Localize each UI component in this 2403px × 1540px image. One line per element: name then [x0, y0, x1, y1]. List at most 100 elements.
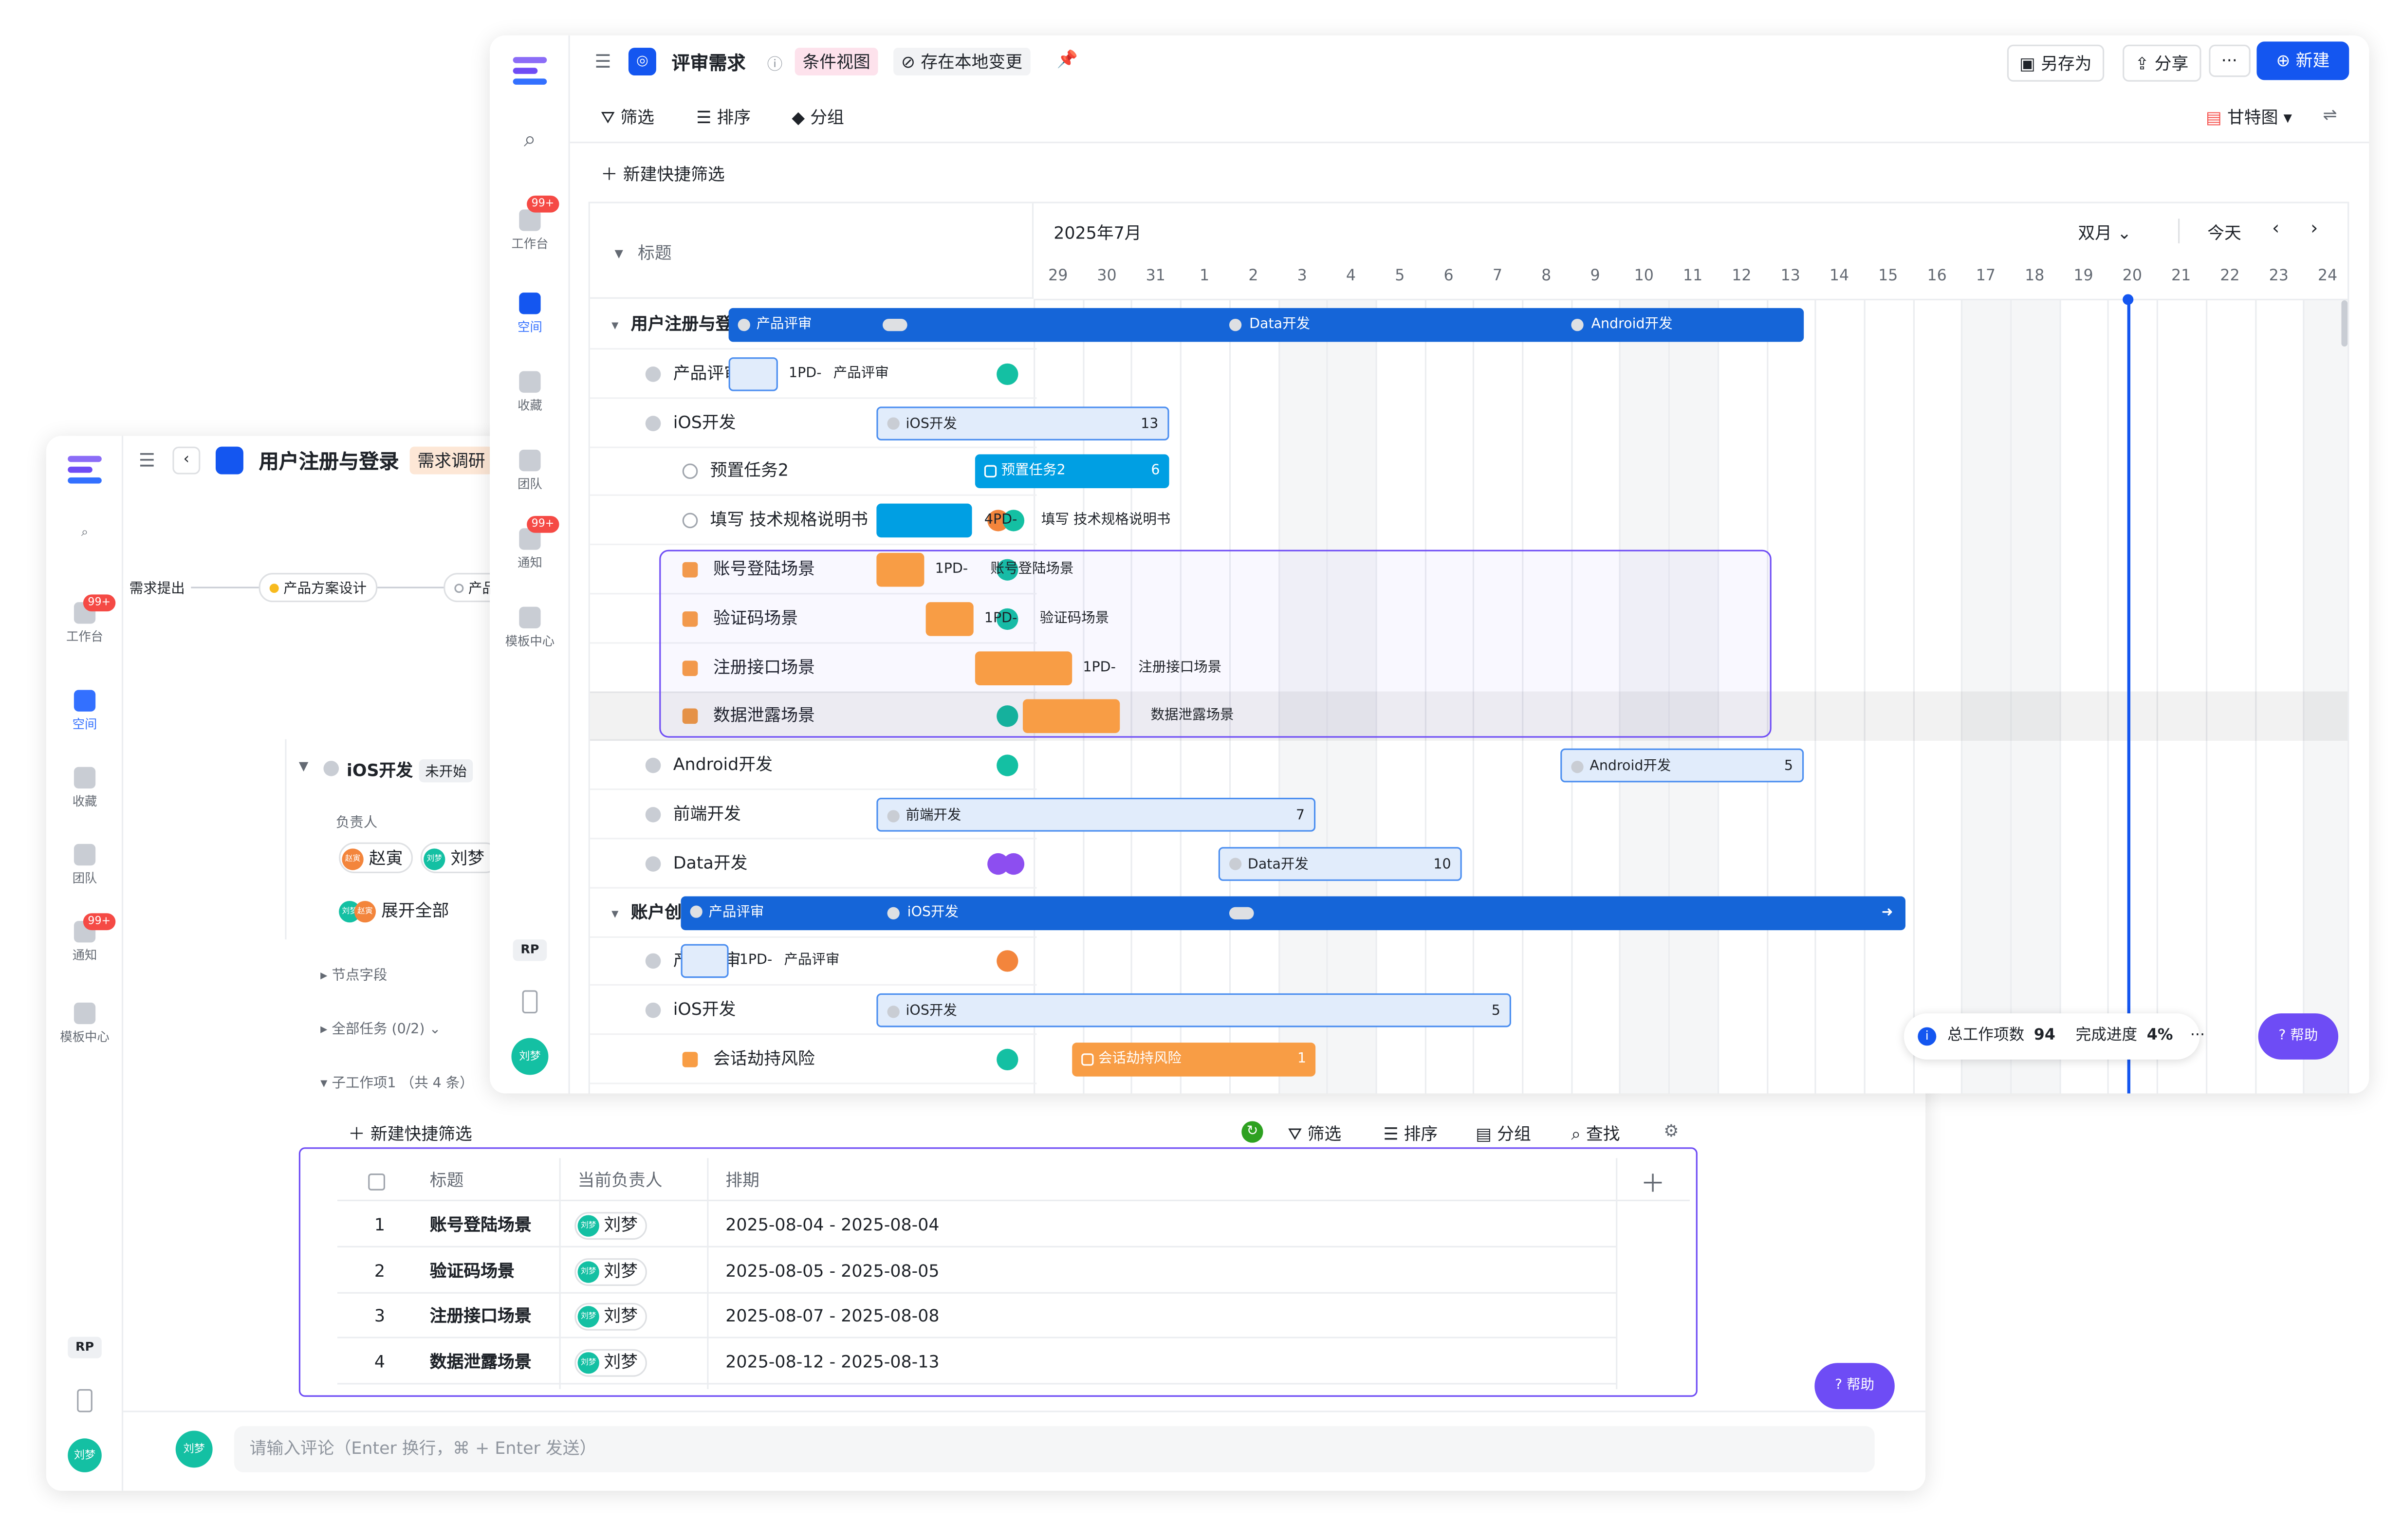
- today-button[interactable]: 今天: [2207, 223, 2241, 243]
- expand-all[interactable]: 刘梦赵寅 展开全部: [339, 898, 449, 923]
- nav-space[interactable]: 空间: [490, 293, 570, 336]
- nav-templates[interactable]: 模板中心: [46, 1002, 123, 1046]
- list-row[interactable]: 账号登陆场景: [590, 545, 1037, 595]
- refresh-icon[interactable]: ↻: [1241, 1121, 1263, 1143]
- bar-product-review[interactable]: [728, 357, 778, 391]
- scale-select[interactable]: 双月 ⌄: [2078, 223, 2132, 243]
- search-icon[interactable]: ⌕: [524, 128, 536, 153]
- row-title[interactable]: 验证码场景: [429, 1260, 515, 1281]
- group-caret-icon[interactable]: ▾: [611, 318, 619, 334]
- add-column-button[interactable]: ＋: [1640, 1169, 1665, 1198]
- table-settings-icon[interactable]: ⚙: [1664, 1121, 1679, 1141]
- next-icon[interactable]: ›: [2311, 217, 2318, 239]
- flow-node-1[interactable]: 需求提出: [123, 574, 191, 601]
- nav-favorites[interactable]: 收藏: [46, 767, 123, 810]
- help-button-back[interactable]: ? 帮助: [1814, 1363, 1895, 1410]
- table-filter-button[interactable]: ⛛ 筛选: [1288, 1124, 1342, 1144]
- save-as-button[interactable]: ▣ 另存为: [2007, 44, 2104, 82]
- new-quick-filter-button[interactable]: ＋ 新建快捷筛选: [600, 165, 725, 185]
- node-status[interactable]: 未开始: [419, 759, 473, 783]
- bar-verification[interactable]: [925, 602, 974, 636]
- list-row[interactable]: 预置任务2: [590, 447, 1037, 497]
- table-row[interactable]: [337, 1248, 1616, 1293]
- all-tasks-toggle[interactable]: ▸ 全部任务 (0/2) ⌄: [320, 1022, 441, 1038]
- list-row[interactable]: 数据泄露场景: [590, 692, 1037, 742]
- collapse-icon[interactable]: ☰: [594, 51, 611, 73]
- user-avatar[interactable]: 刘梦: [68, 1438, 102, 1472]
- list-row[interactable]: Data开发: [590, 839, 1037, 889]
- group-button[interactable]: ◆ 分组: [792, 108, 844, 128]
- row-title[interactable]: 数据泄露场景: [429, 1351, 532, 1372]
- prev-icon[interactable]: ‹: [2272, 217, 2280, 239]
- table-row[interactable]: [337, 1294, 1616, 1338]
- nav-team[interactable]: 团队: [46, 843, 123, 887]
- list-row[interactable]: 填写 技术规格说明书: [590, 496, 1037, 546]
- node-expand-caret[interactable]: ▼: [298, 759, 309, 773]
- help-button[interactable]: ? 帮助: [2258, 1013, 2339, 1060]
- row-owner[interactable]: 刘梦刘梦: [574, 1257, 647, 1285]
- scrollbar[interactable]: [2341, 300, 2348, 347]
- select-all-checkbox[interactable]: [368, 1173, 386, 1191]
- table-find-button[interactable]: ⌕ 查找: [1571, 1124, 1620, 1144]
- group-caret-icon[interactable]: ▾: [611, 906, 619, 922]
- row-title[interactable]: 账号登陆场景: [429, 1215, 532, 1235]
- nav-team[interactable]: 团队: [490, 449, 570, 493]
- rp-badge[interactable]: RP: [68, 1337, 102, 1358]
- title-column-header[interactable]: ▾ 标题: [614, 243, 672, 264]
- condition-view-tag[interactable]: 条件视图: [795, 48, 878, 76]
- back-button[interactable]: ‹: [172, 446, 201, 475]
- nav-notify[interactable]: 通知: [490, 528, 570, 571]
- bar-data-leak[interactable]: [1022, 699, 1120, 734]
- node-fields-toggle[interactable]: ▸ 节点字段: [320, 969, 388, 984]
- view-settings-icon[interactable]: ⇌: [2323, 105, 2337, 125]
- comment-input[interactable]: 请输入评论（Enter 换行，⌘ + Enter 发送）: [234, 1426, 1875, 1472]
- phone-icon[interactable]: [522, 990, 538, 1013]
- phone-icon[interactable]: [77, 1389, 92, 1412]
- view-type-select[interactable]: ▤ 甘特图 ▾: [2205, 108, 2292, 128]
- bar-product-review-2[interactable]: [681, 944, 729, 979]
- summary-more-button[interactable]: ···: [2190, 1027, 2205, 1045]
- bar-register-api[interactable]: [975, 651, 1072, 685]
- nav-workbench[interactable]: 工作台: [46, 602, 123, 645]
- row-title[interactable]: 注册接口场景: [429, 1306, 532, 1326]
- next-arrow-icon[interactable]: ➜: [1881, 905, 1893, 920]
- bar-account-login[interactable]: [876, 552, 924, 587]
- table-row[interactable]: [337, 1339, 1616, 1384]
- filter-button[interactable]: ⛛ 筛选: [600, 108, 654, 128]
- pin-icon[interactable]: 📌: [1056, 49, 1078, 70]
- more-button[interactable]: ···: [2209, 44, 2250, 77]
- row-owner[interactable]: 刘梦刘梦: [574, 1212, 647, 1240]
- rp-badge[interactable]: RP: [513, 939, 547, 961]
- new-button[interactable]: ⊕ 新建: [2256, 41, 2349, 80]
- nav-favorites[interactable]: 收藏: [490, 371, 570, 415]
- nav-workbench[interactable]: 工作台: [490, 209, 570, 253]
- nav-templates[interactable]: 模板中心: [490, 606, 570, 650]
- sort-button[interactable]: ☰ 排序: [696, 108, 751, 128]
- collapse-icon[interactable]: ☰: [138, 449, 155, 472]
- row-owner[interactable]: 刘梦刘梦: [574, 1302, 647, 1331]
- list-row[interactable]: 验证码场景: [590, 594, 1037, 643]
- info-icon[interactable]: ⓘ: [767, 57, 783, 74]
- local-changes-tag[interactable]: ⊘ 存在本地变更: [893, 48, 1030, 76]
- assignee-2[interactable]: 刘梦 刘梦: [420, 842, 501, 874]
- flow-node-2[interactable]: 产品方案设计: [259, 573, 378, 603]
- search-icon[interactable]: ⌕: [81, 525, 89, 539]
- row-owner[interactable]: 刘梦刘梦: [574, 1348, 647, 1376]
- share-button[interactable]: ⇪ 分享: [2123, 44, 2201, 82]
- assignee-1[interactable]: 赵寅 赵寅: [339, 842, 412, 874]
- detail-status-tag[interactable]: 需求调研: [409, 446, 493, 475]
- table-group-button[interactable]: ▤ 分组: [1476, 1124, 1531, 1144]
- bar-spec[interactable]: [876, 504, 972, 538]
- new-quick-filter-button[interactable]: ＋ 新建快捷筛选: [348, 1124, 472, 1144]
- user-avatar[interactable]: 刘梦: [511, 1038, 549, 1075]
- table-row[interactable]: [337, 1203, 1616, 1247]
- table-sort-button[interactable]: ☰ 排序: [1383, 1124, 1438, 1144]
